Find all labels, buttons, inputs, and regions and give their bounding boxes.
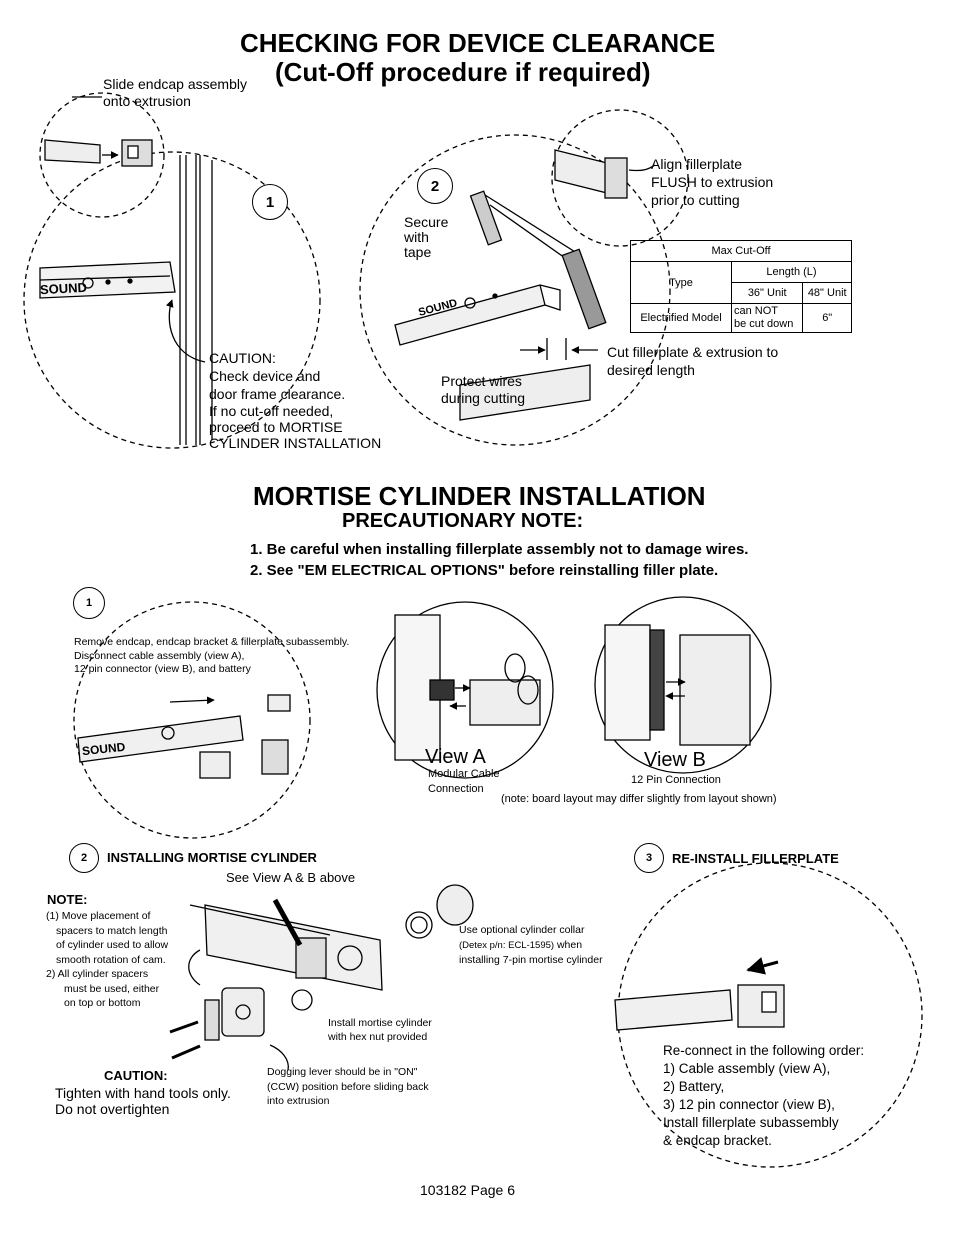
- reinstall-fillerplate-title: RE-INSTALL FILLERPLATE: [672, 851, 839, 866]
- caution-clearance-text: CAUTION: Check device and door frame cle…: [209, 350, 382, 451]
- cutoff-cell-36: can NOT be cut down: [730, 303, 804, 333]
- view-b-circle: [594, 596, 772, 774]
- precautionary-note-title: PRECAUTIONARY NOTE:: [342, 510, 584, 532]
- page-number: 103182 Page 6: [420, 1182, 515, 1198]
- secure-with-tape-text: Secure with tape: [404, 214, 449, 260]
- see-view-text: See View A & B above: [226, 870, 356, 885]
- slide-endcap-callout: Slide endcap assembly onto extrusion: [103, 76, 247, 109]
- remove-endcap-text: Remove endcap, endcap bracket & fillerpl…: [74, 636, 350, 675]
- cutoff-cell-48: 6": [802, 303, 852, 333]
- page-subtitle: (Cut-Off procedure if required): [275, 57, 651, 87]
- mortise-step-1-badge: 1: [73, 587, 105, 619]
- installing-mortise-title: INSTALLING MORTISE CYLINDER: [107, 850, 317, 865]
- dogging-lever-text: Dogging lever should be in "ON" (CCW) po…: [267, 1066, 429, 1107]
- sound-label-step1: SOUND: [39, 279, 88, 298]
- precaution-note-1: 1. Be careful when installing fillerplat…: [250, 541, 749, 558]
- view-b-title: View B: [644, 749, 706, 771]
- mortise-caution-text: Tighten with hand tools only. Do not ove…: [55, 1085, 231, 1117]
- align-fillerplate-text: Align fillerplate FLUSH to extrusion pri…: [651, 156, 774, 208]
- max-cutoff-table: Max Cut-Off Type Length (L) 36" Unit 48"…: [630, 240, 852, 333]
- cutoff-col-48: 48" Unit: [802, 282, 852, 304]
- detail-circle-step1: [23, 151, 321, 449]
- cutoff-table-header: Max Cut-Off: [630, 240, 852, 262]
- step-2-badge: 2: [417, 168, 453, 204]
- board-layout-note: (note: board layout may differ slightly …: [501, 793, 777, 805]
- cutoff-row-label: Electrified Model: [630, 303, 732, 333]
- view-b-caption: 12 Pin Connection: [631, 774, 721, 786]
- precaution-note-2: 2. See "EM ELECTRICAL OPTIONS" before re…: [250, 562, 719, 579]
- cylinder-collar-text: Use optional cylinder collar (Detex p/n:…: [459, 924, 603, 966]
- detail-circle-slide-endcap: [39, 92, 165, 218]
- detail-circle-align: [551, 109, 689, 247]
- mortise-caution-title: CAUTION:: [104, 1068, 168, 1083]
- mortise-step-2-badge: 2: [69, 843, 99, 873]
- view-a-caption: Modular Cable Connection: [428, 768, 500, 795]
- cutoff-type-header: Type: [630, 261, 732, 304]
- protect-wires-text: Protect wires during cutting: [441, 373, 526, 406]
- step-1-badge: 1: [252, 184, 288, 220]
- cut-to-length-text: Cut fillerplate & extrusion to desired l…: [607, 344, 779, 378]
- mortise-note-title: NOTE:: [47, 892, 88, 907]
- install-cylinder-text: Install mortise cylinder with hex nut pr…: [328, 1017, 432, 1043]
- section-title-mortise: MORTISE CYLINDER INSTALLATION: [253, 481, 706, 511]
- page-title: CHECKING FOR DEVICE CLEARANCE: [240, 28, 716, 58]
- mortise-note-text: (1) Move placement of spacers to match l…: [46, 910, 169, 1009]
- cutoff-length-header: Length (L): [731, 261, 852, 283]
- mortise-step-3-badge: 3: [634, 843, 664, 873]
- cutoff-col-36: 36" Unit: [730, 282, 804, 304]
- detail-circle-remove: [73, 601, 311, 839]
- reconnect-order-text: Re-connect in the following order: 1) Ca…: [663, 1043, 865, 1148]
- view-a-title: View A: [425, 746, 486, 768]
- view-a-circle: [376, 601, 554, 779]
